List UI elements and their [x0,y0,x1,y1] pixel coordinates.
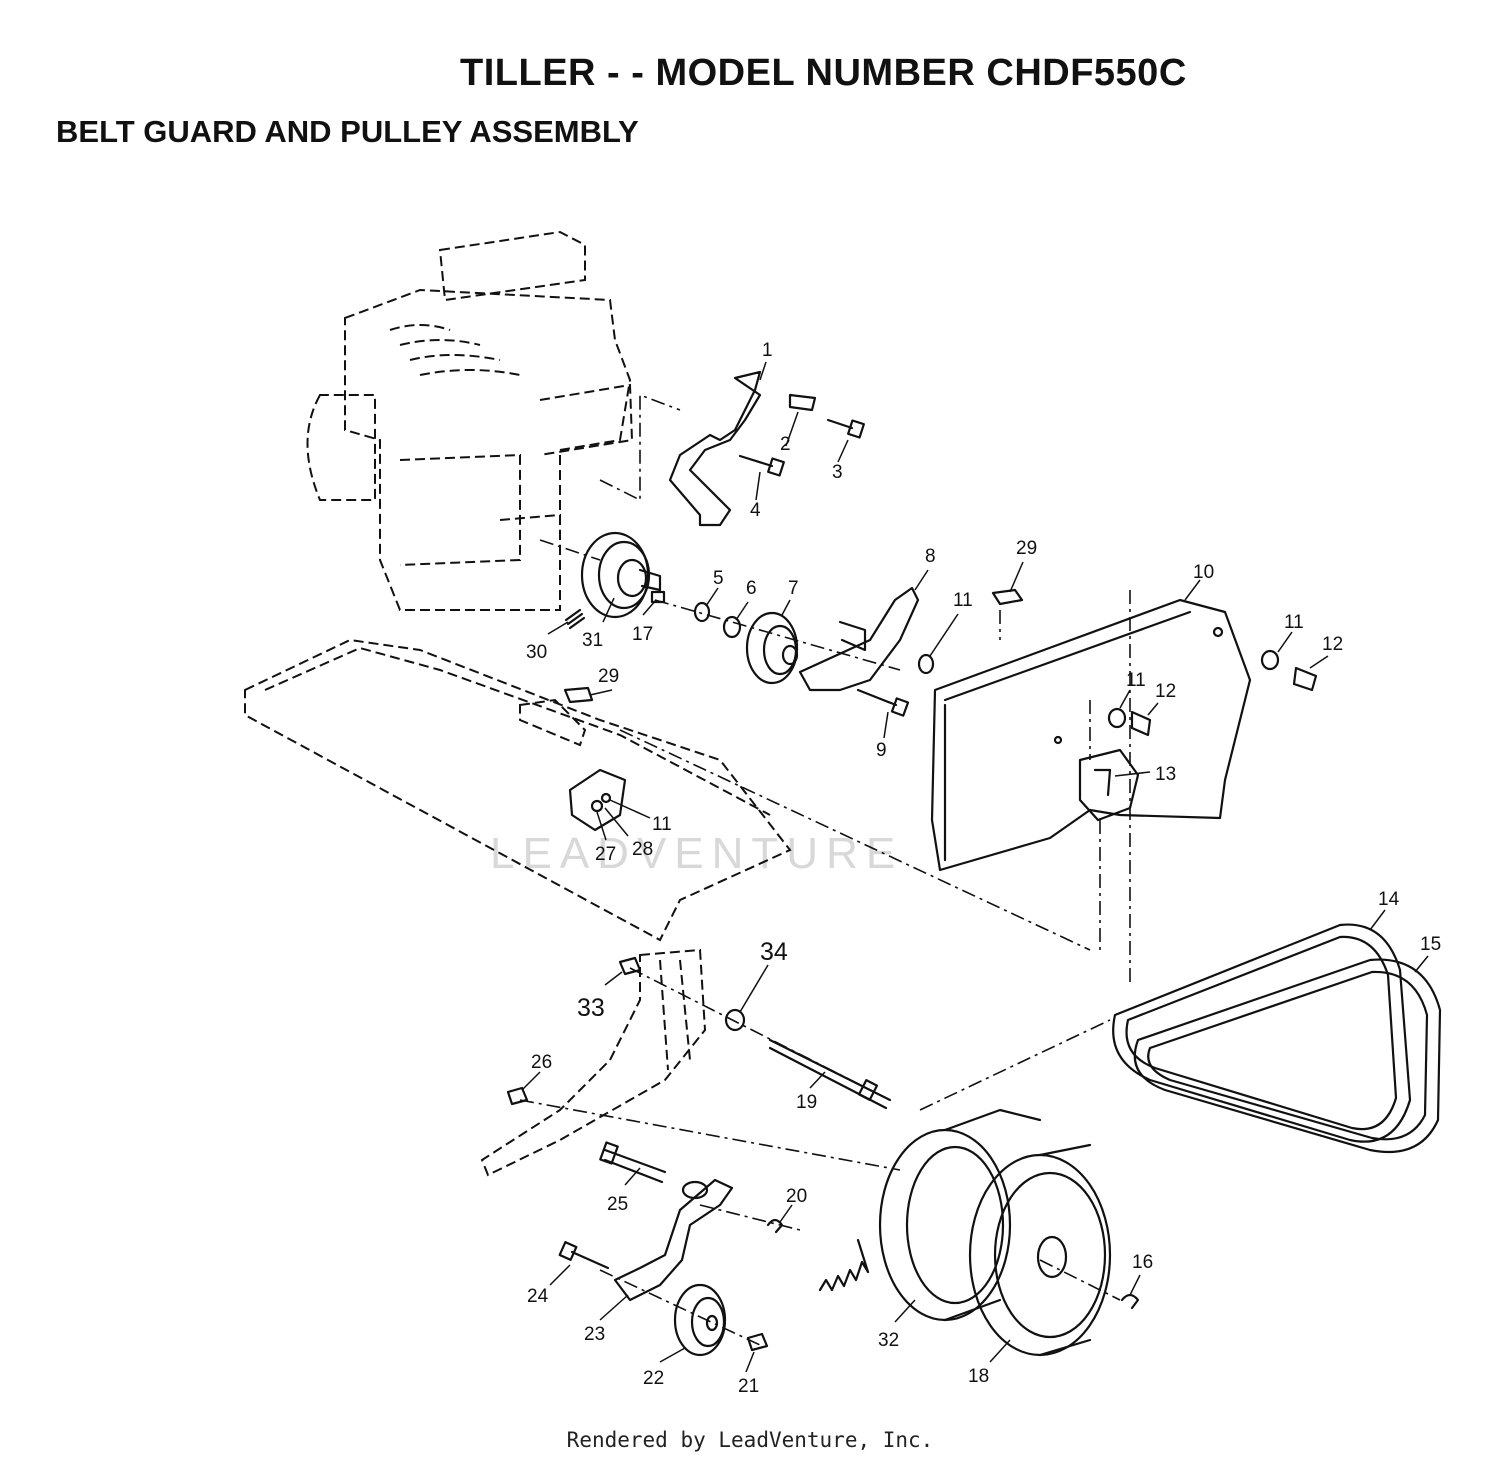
part-2-clip [788,393,817,412]
transmission-bracket-outline [480,948,707,1177]
part-24-bolt [558,1241,610,1270]
part-21-nut [746,1332,769,1352]
part-8-idler-arm [798,586,920,692]
part-1-bracket [668,370,762,527]
callout-20: 20 [786,1186,807,1207]
part-13-mount-bracket [1078,748,1140,822]
callout-23: 23 [584,1324,605,1345]
callout-33: 33 [577,994,605,1022]
callout-5: 5 [713,568,724,589]
part-17-key [650,590,666,604]
callout-11d: 11 [652,814,672,835]
callout-1: 1 [762,340,773,361]
part-25-pivot-pin [599,1141,667,1184]
watermark-text: LEADVENTURE [490,829,903,878]
callout-11a: 11 [953,590,973,611]
part-33-nut [618,956,642,976]
part-3-bolt [826,418,865,439]
callout-32: 32 [878,1330,899,1351]
part-9-bolt [856,688,910,717]
part-10-belt-guard [930,598,1252,872]
callout-7: 7 [788,578,799,599]
part-7-idler-pulley [745,611,799,685]
callout-27: 27 [595,844,616,865]
callout-4: 4 [750,500,761,521]
diagram-subtitle: BELT GUARD AND PULLEY ASSEMBLY [56,114,639,149]
callout-26: 26 [531,1052,552,1073]
part-29-clip-lower [563,686,594,704]
part-30-setscrew [564,608,586,630]
footer-credit: Rendered by LeadVenture, Inc. [566,1428,934,1452]
part-6-washer [722,615,742,639]
callout-8: 8 [925,546,936,567]
callout-labels: 1 2 3 4 5 6 7 8 9 10 11 11 11 11 12 12 1… [526,340,1441,1397]
part-11-washer-upper [917,653,935,675]
callout-29a: 29 [1016,538,1037,559]
part-20-clip [766,1218,784,1234]
callout-14: 14 [1378,889,1400,910]
callout-leaders [521,361,1429,1373]
callout-28: 28 [632,839,653,860]
callout-13: 13 [1155,764,1176,785]
part-11-washer-right [1260,649,1280,671]
part-26-nut [506,1086,529,1106]
callout-16: 16 [1132,1252,1153,1273]
callout-12b: 12 [1155,681,1176,702]
callout-24: 24 [527,1286,549,1307]
callout-29b: 29 [598,666,619,687]
callout-34: 34 [760,938,788,966]
callout-22: 22 [643,1368,664,1389]
callout-15: 15 [1420,934,1441,955]
callout-31: 31 [582,630,603,651]
part-27-28-plate [568,768,627,832]
callout-18: 18 [968,1366,989,1387]
part-11-washer-guard [1107,707,1127,729]
part-16-clip [1120,1293,1140,1310]
callout-21: 21 [738,1376,759,1397]
tine-shield-outline [244,638,792,942]
callout-3: 3 [832,462,843,483]
part-34-washer [724,1008,746,1032]
callout-9: 9 [876,740,887,761]
engine-outline [306,230,634,611]
part-32-drive-pulley [878,1108,1042,1322]
callout-2: 2 [780,434,791,455]
callout-11b: 11 [1284,612,1304,633]
callout-12a: 12 [1322,634,1343,655]
callout-30: 30 [526,642,547,663]
callout-11c: 11 [1126,670,1146,691]
part-29-clip-upper [991,588,1024,606]
part-31-engine-pulley [580,531,662,619]
assembly-center-lines [519,393,1131,1346]
callout-25: 25 [607,1194,628,1215]
callout-10: 10 [1193,562,1214,583]
part-23-idler-bracket [613,1178,734,1302]
part-19-shaft [768,1038,892,1110]
callout-17: 17 [632,624,653,645]
callout-19: 19 [796,1092,817,1113]
part-12-acorn-nut-right [1292,666,1318,692]
diagram-title: TILLER - - MODEL NUMBER CHDF550C [460,52,1187,94]
part-4-bolt [738,454,785,477]
part-14-belt [1112,923,1412,1143]
callout-6: 6 [746,578,757,599]
spring [818,1238,870,1292]
part-5-washer [693,601,711,623]
part-12-acorn-nut-guard [1130,710,1152,737]
part-22-idler-pulley [673,1283,727,1357]
part-15-belt [1133,958,1442,1154]
part-18-drive-pulley [968,1143,1112,1357]
